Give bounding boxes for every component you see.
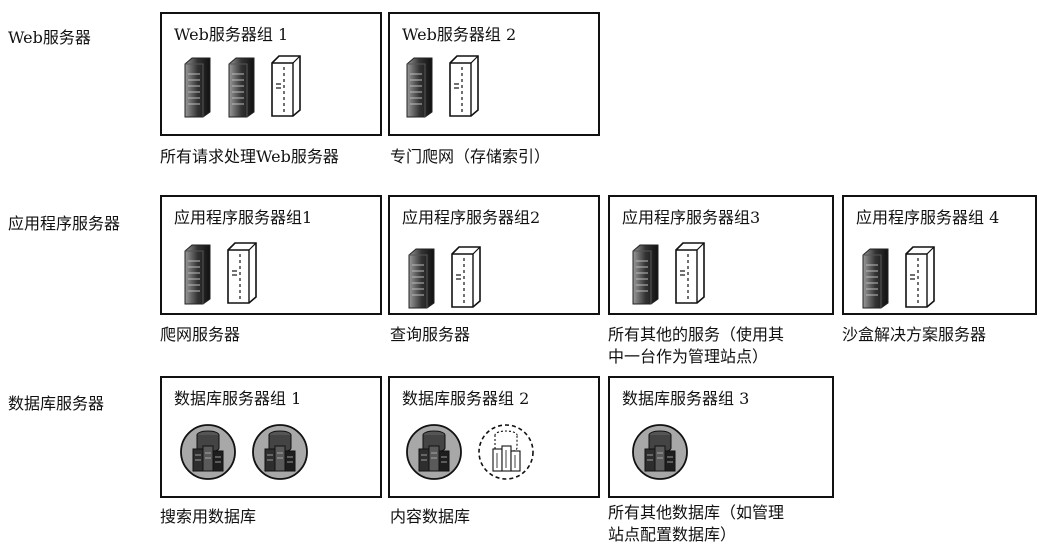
server-outline-icon	[674, 241, 706, 305]
group-title: 数据库服务器组 3	[622, 389, 750, 408]
caption-line: 站点配置数据库）	[608, 525, 737, 544]
server-outline-icon	[226, 241, 258, 305]
group-title: 应用程序服务器组3	[622, 208, 761, 227]
group-title: 数据库服务器组 2	[402, 389, 530, 408]
group-title: Web服务器组 1	[174, 25, 289, 44]
server-outline-icon	[450, 245, 482, 309]
group-title: 应用程序服务器组1	[174, 208, 313, 227]
group-box-app-2: 应用程序服务器组2	[388, 195, 600, 315]
icon-row	[630, 241, 706, 305]
group-box-db-2: 数据库服务器组 2	[388, 376, 600, 498]
group-title: Web服务器组 2	[402, 25, 517, 44]
database-server-icon	[630, 422, 690, 482]
caption-line: 所有其他数据库（如管理	[608, 503, 785, 522]
server-dark-icon	[860, 247, 890, 309]
server-dark-icon	[406, 247, 436, 309]
group-caption-web-1: 所有请求处理Web服务器	[160, 147, 339, 166]
icon-row	[404, 54, 480, 118]
server-dark-icon	[182, 56, 212, 118]
row-label-db: 数据库服务器	[8, 394, 105, 413]
server-dark-icon	[404, 56, 434, 118]
icon-row	[182, 54, 302, 118]
database-server-outline-icon	[476, 422, 536, 482]
group-box-db-1: 数据库服务器组 1	[160, 376, 382, 498]
database-server-icon	[178, 422, 238, 482]
row-label-web: Web服务器	[8, 28, 91, 47]
group-box-app-3: 应用程序服务器组3	[608, 195, 834, 315]
server-dark-icon	[182, 243, 212, 305]
group-caption-app-1: 爬网服务器	[160, 325, 241, 344]
server-dark-icon	[226, 56, 256, 118]
database-server-icon	[404, 422, 464, 482]
database-server-icon	[250, 422, 310, 482]
icon-row	[182, 241, 258, 305]
icon-row	[860, 245, 936, 309]
group-caption-app-3: 所有其他的服务（使用其 中一台作为管理站点）	[608, 324, 784, 368]
group-title: 数据库服务器组 1	[174, 389, 302, 408]
icon-row	[178, 422, 310, 482]
server-outline-icon	[904, 245, 936, 309]
group-caption-db-2: 内容数据库	[390, 507, 471, 526]
group-caption-db-3: 所有其他数据库（如管理 站点配置数据库）	[608, 502, 784, 546]
group-box-web-1: Web服务器组 1	[160, 12, 382, 136]
group-box-app-1: 应用程序服务器组1	[160, 195, 382, 315]
group-box-web-2: Web服务器组 2	[388, 12, 600, 136]
group-title: 应用程序服务器组2	[402, 208, 541, 227]
icon-row	[630, 422, 690, 482]
group-caption-app-2: 查询服务器	[390, 325, 471, 344]
group-title: 应用程序服务器组 4	[856, 208, 1000, 227]
group-box-db-3: 数据库服务器组 3	[608, 376, 834, 498]
icon-row	[406, 245, 482, 309]
server-outline-icon	[270, 54, 302, 118]
server-outline-icon	[448, 54, 480, 118]
group-caption-db-1: 搜索用数据库	[160, 507, 257, 526]
server-dark-icon	[630, 243, 660, 305]
row-label-app: 应用程序服务器	[8, 214, 121, 233]
group-caption-app-4: 沙盒解决方案服务器	[842, 325, 987, 344]
group-box-app-4: 应用程序服务器组 4	[842, 195, 1037, 315]
caption-line: 所有其他的服务（使用其	[608, 325, 785, 344]
group-caption-web-2: 专门爬网（存储索引）	[390, 147, 551, 166]
icon-row	[404, 422, 536, 482]
caption-line: 中一台作为管理站点）	[608, 347, 769, 366]
